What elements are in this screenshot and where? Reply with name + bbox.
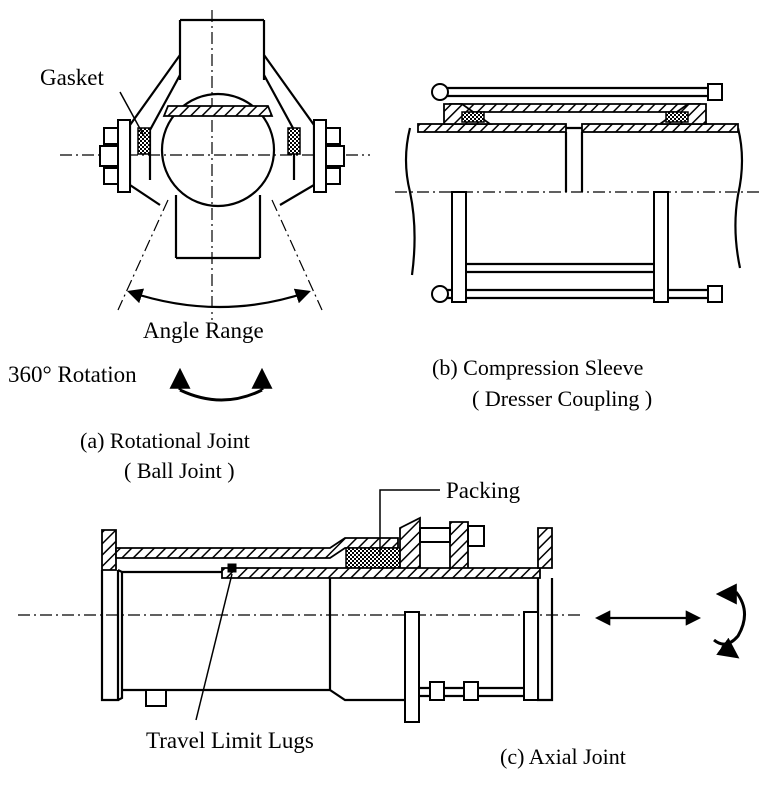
a-flange-left [117, 119, 131, 193]
c-outer-body [122, 570, 332, 692]
c-gland-left [399, 516, 421, 573]
c-lug-right [523, 611, 539, 701]
b-pipe-left-break [404, 127, 416, 276]
c-outer-taper [329, 689, 420, 702]
a-nut-right [325, 145, 345, 167]
c-nut-1 [429, 681, 445, 701]
a-bolt-left-bottom [103, 167, 119, 185]
c-gland-nut [467, 525, 485, 547]
b-sleeve [449, 103, 701, 113]
c-bottom-lug [145, 689, 167, 707]
b-nut-bottom-right [707, 285, 723, 303]
b-pipe-wall-left [417, 123, 567, 133]
b-caption-line1: (b) Compression Sleeve [432, 355, 643, 380]
a-nut-left [99, 145, 119, 167]
a-caption-line1: (a) Rotational Joint [80, 428, 250, 453]
c-torsion-arc [713, 591, 746, 646]
c-travel-lug [227, 563, 237, 573]
a-gasket-left [137, 127, 151, 155]
a-bolt-left-top [103, 127, 119, 145]
c-packing-label: Packing [446, 478, 521, 503]
a-bottom-pipe [174, 195, 262, 260]
b-bolt-head-bottom-left [431, 285, 449, 303]
panel-b-compression-sleeve: (b) Compression Sleeve ( Dresser Couplin… [395, 83, 760, 411]
a-angle-limit-right [271, 199, 323, 311]
a-gasket-label: Gasket [40, 65, 104, 90]
c-flange-left-body [100, 570, 120, 702]
c-flange-left-top [101, 529, 117, 571]
b-flange-left [451, 191, 467, 303]
c-gland-bolt [419, 527, 451, 543]
a-angle-range-arrow [127, 288, 311, 309]
a-flange-right [313, 119, 327, 193]
c-caption: (c) Axial Joint [500, 744, 626, 769]
a-bolt-right-bottom [325, 167, 341, 185]
b-gasket-right [665, 111, 689, 123]
panel-a-ball-joint: Gasket Angle Range 360° Rotation (a) Rot… [8, 10, 370, 483]
c-nut-2 [463, 681, 479, 701]
c-packing-leader [379, 489, 440, 555]
a-bolt-right-top [325, 127, 341, 145]
a-seat-ring [162, 105, 274, 117]
c-lug-left [404, 611, 420, 723]
panel-c-axial-joint: Packing Travel Limit Lugs (c) Axial Join… [18, 478, 746, 769]
b-gasket-left [461, 111, 485, 123]
c-gland-right [449, 521, 469, 573]
a-ball [160, 92, 276, 208]
a-caption-line2: ( Ball Joint ) [124, 458, 235, 483]
b-pipe-right-break [734, 127, 744, 269]
a-angle-range-label: Angle Range [143, 318, 264, 343]
a-top-pipe [178, 18, 266, 80]
a-rotation-label: 360° Rotation [8, 362, 137, 387]
b-nut-top-right [707, 83, 723, 101]
a-gasket-leader [119, 91, 145, 137]
c-flange-left-face [117, 569, 124, 701]
b-pipe-gap [564, 132, 584, 192]
b-caption-line2: ( Dresser Coupling ) [472, 386, 652, 411]
c-flange-right-body [536, 578, 554, 702]
a-gasket-right [287, 127, 301, 155]
a-angle-limit-left [117, 199, 169, 311]
c-torsion-arrow-bottom [716, 637, 740, 659]
a-housing-outline [128, 54, 316, 206]
c-lugs-label: Travel Limit Lugs [146, 728, 314, 753]
c-lugs-leader [195, 573, 233, 721]
b-flange-right [653, 191, 669, 303]
a-rotation-arc [179, 388, 263, 402]
c-inner-pipe-wall [221, 567, 541, 579]
c-flange-right-top [537, 527, 553, 569]
b-pipe-wall-right [581, 123, 739, 133]
b-bolt-head-top-left [431, 83, 449, 101]
